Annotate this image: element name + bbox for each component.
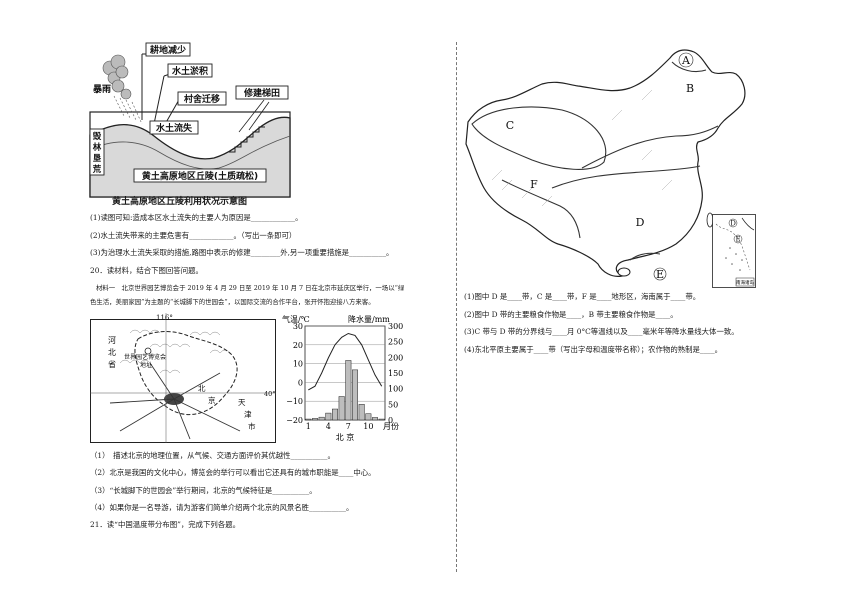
map-tianjin-2: 津 (244, 410, 252, 419)
temp-tick-label: −20 (286, 416, 303, 425)
map-beijing-1: 北 (198, 384, 206, 393)
month-tick-label: 10 (363, 422, 373, 431)
label-plateau: 黄土高原地区丘陵(土质疏松) (142, 170, 258, 182)
belt-label-c: C (506, 119, 514, 132)
label-deforest-3: 垦 (93, 153, 102, 164)
temp-axis-title: 气温/℃ (282, 314, 310, 324)
belt-label-a: A (681, 54, 691, 67)
inset-label-d: D (730, 220, 736, 228)
inset-label-e: E (735, 236, 740, 244)
temp-tick-label: −10 (286, 397, 303, 406)
precip-bar-2 (312, 418, 318, 421)
label-deforest-1: 毁 (93, 131, 102, 142)
map-hebei-1: 河 (108, 335, 116, 345)
question-19-1: (1)读图可知:造成本区水土流失的主要人为原因是____________。 (90, 213, 303, 222)
inset-caption: 南海诸岛 (736, 279, 754, 286)
label-farmland-loss: 耕地减少 (150, 44, 186, 56)
belt-label-f: F (530, 178, 538, 191)
precip-tick-label: 0 (388, 416, 393, 425)
loess-diagram: 耕地减少 水土淤积 村舍迁移 修建梯田 水土流失 暴雨 毁 林 垦 荒 黄土高原… (89, 42, 291, 198)
month-tick-label: 月份 (383, 421, 399, 431)
precip-bar-12 (378, 418, 385, 421)
precip-bar-4 (325, 412, 332, 421)
temp-tick-label: 30 (293, 322, 303, 331)
precip-tick-label: 100 (388, 385, 403, 394)
precip-tick-label: 50 (388, 400, 398, 409)
month-tick-label: 4 (326, 422, 331, 431)
precip-bar-8 (352, 369, 358, 421)
precip-bar-1 (305, 418, 312, 421)
precip-bar-5 (332, 408, 338, 421)
label-erosion: 水土流失 (156, 122, 193, 134)
temp-tick-label: 10 (293, 360, 303, 369)
precip-tick-label: 300 (388, 322, 403, 331)
map-expo-2: 地址 (140, 361, 152, 369)
precip-bar-6 (338, 396, 345, 421)
question-20-2: （2）北京是我国的文化中心，博览会的举行可以看出它还具有的城市职能是____中心… (90, 468, 376, 477)
belt-d-boundary (551, 165, 701, 189)
map-hebei-2: 北 (108, 348, 116, 357)
precip-bar-7 (345, 360, 352, 421)
question-20-title: 20．读材料，结合下图回答问题。 (90, 266, 203, 275)
beijing-map: 116° 40° 河 北 省 世界园艺博览会 地址 北 京 天 津 市 (90, 313, 276, 443)
precip-tick-label: 250 (388, 338, 403, 347)
question-21-4: (4)东北平原主要属于____带（写出字母和温度带名称）；农作物的熟制是____… (464, 345, 723, 354)
belt-b-boundary (581, 125, 719, 169)
precip-bar-9 (358, 404, 365, 421)
question-21-2: (2)图中 D 带的主要粮食作物是____，B 带主要粮食作物是____。 (464, 310, 678, 319)
label-silt: 水土淤积 (172, 65, 208, 77)
label-deforest-4: 荒 (92, 164, 102, 175)
label-deforest-2: 林 (93, 142, 102, 153)
question-21-1: (1)图中 D 是____带，C 是____带，F 是____地形区，海南属于_… (464, 292, 701, 301)
belt-label-b: B (686, 82, 694, 95)
temp-tick-label: 20 (293, 341, 303, 350)
precip-tick-label: 200 (388, 353, 403, 362)
temperature-line (308, 332, 383, 391)
material-line-1: 材料一 北京世界园艺博览会于 2019 年 4 月 29 日至 2019 年 1… (96, 284, 405, 292)
question-20-3: （3）“长城脚下的世园会”举行期间，北京的气候特征是__________。 (90, 486, 317, 495)
map-lon-label: 116° (156, 314, 173, 322)
precip-tick-label: 150 (388, 369, 403, 378)
month-tick-label: 7 (346, 422, 351, 431)
map-tianjin-1: 天 (238, 398, 246, 407)
map-beijing-2: 京 (208, 395, 216, 405)
south-china-sea-inset: D E 南海诸岛 (712, 214, 756, 288)
question-19-3: (3)为治理水土流失采取的措施,路图中表示的修建________外,另一项重要措… (90, 248, 394, 257)
label-terrace: 修建梯田 (243, 87, 280, 99)
question-20-4: （4）如果你是一名导游，请为游客们简单介绍两个北京的风景名胜__________… (90, 503, 354, 512)
label-rainstorm: 暴雨 (92, 84, 111, 95)
column-divider (456, 42, 457, 572)
question-20-1: （1） 描述北京的地理位置，从气候、交通方面评价其优越性__________。 (90, 451, 335, 460)
temp-tick-label: 0 (298, 378, 303, 387)
precip-bar-3 (318, 416, 325, 421)
belt-label-d: D (636, 216, 645, 229)
china-temperature-map: A B C D E F (465, 49, 746, 281)
question-21-3: (3)C 带与 D 带的分界线与____月 0°C等温线以及____毫米年等降水… (464, 327, 739, 336)
precip-bar-10 (365, 413, 372, 421)
belt-a-boundary (671, 61, 707, 73)
map-expo-1: 世界园艺博览会 (124, 353, 166, 361)
precip-bar-11 (372, 417, 378, 421)
belt-label-e: E (656, 268, 664, 281)
map-lat-label: 40° (264, 390, 276, 398)
rain-cloud-icon (102, 54, 143, 125)
map-tianjin-3: 市 (248, 421, 256, 431)
question-19-2: (2)水土流失带来的主要危害有____________。（写出一条即可） (90, 231, 297, 240)
chart-city-label: 北 京 (336, 432, 355, 442)
month-tick-label: 1 (306, 422, 311, 431)
belt-c-boundary (471, 106, 607, 170)
material-line-2: 色生活，美丽家园”为主题的“长城脚下的世园会”，以国际交流的合作平台，张开怀抱迎… (90, 298, 375, 306)
precip-axis-title: 降水量/mm (348, 314, 390, 324)
label-village-move: 村舍迁移 (184, 93, 220, 105)
map-hebei-3: 省 (108, 359, 116, 369)
loess-caption: 黄土高原地区丘陵利用状况示意图 (112, 197, 248, 207)
question-21-title: 21．读“中国温度带分布图”，完成下列各题。 (90, 520, 240, 529)
